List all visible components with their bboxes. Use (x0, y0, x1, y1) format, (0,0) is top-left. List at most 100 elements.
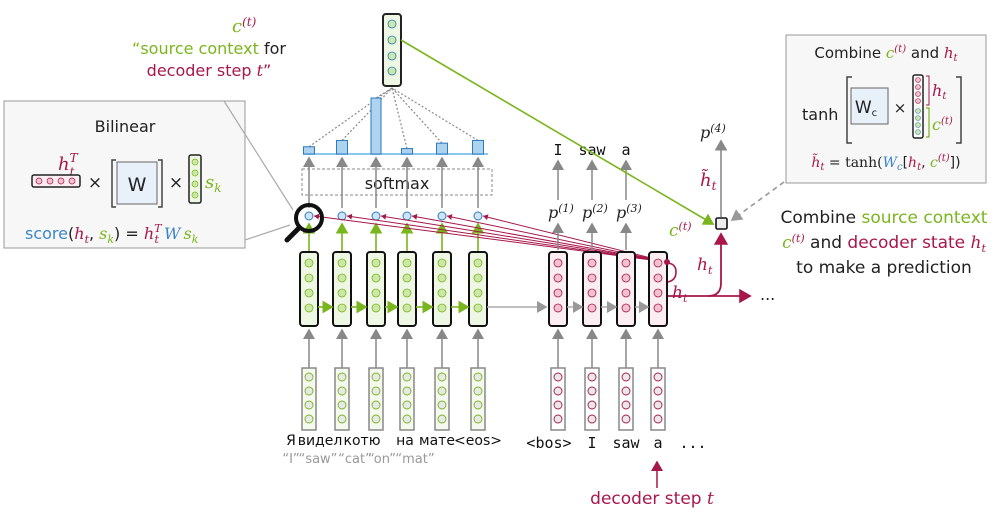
translation-token: “mat” (395, 452, 434, 467)
attention-bar (436, 142, 448, 155)
translation-token: “on” (368, 452, 396, 467)
magnifier-icon (284, 203, 324, 243)
attention-bar (370, 97, 382, 155)
attention-bar (401, 148, 413, 155)
times-sign: × (88, 173, 102, 193)
h-t-label-up: ht (697, 255, 713, 277)
svg-text:Combine c(t) and ht: Combine c(t) and ht (814, 44, 958, 64)
query-line (346, 213, 668, 263)
score-layer (302, 156, 485, 252)
decoder-step-pointer: decoder step t (590, 460, 714, 509)
context-arrow (400, 39, 715, 225)
query-line (482, 214, 668, 263)
prediction-label: p(2) (582, 202, 608, 222)
decoder-cell (548, 251, 568, 431)
dotted-line (375, 87, 393, 99)
concat-vector (912, 74, 930, 139)
attention-bars (303, 97, 484, 155)
query-line (313, 213, 668, 263)
source-token: котю (344, 433, 381, 449)
encoder-cell (366, 251, 386, 431)
times-sign: × (169, 173, 183, 193)
decoder-cell (582, 251, 602, 431)
decoder-input-token: a (653, 434, 662, 452)
svg-text:c(t) and decoder state ht: c(t) and decoder state ht (782, 232, 986, 255)
encoder-cell (432, 251, 452, 431)
translation-token: “cat” (338, 452, 372, 467)
output-token: saw (578, 141, 606, 159)
score-node (371, 211, 381, 221)
encoder-cell (332, 251, 352, 431)
decoder-input-token: ... (679, 434, 706, 452)
softmax-label: softmax (365, 174, 430, 193)
s-label: s (205, 172, 214, 193)
svg-text:Wc: Wc (855, 98, 877, 119)
context-vector (382, 13, 402, 87)
s-column-vector (188, 154, 202, 204)
weighted-sum-lines (308, 87, 479, 149)
w-matrix-label: W (128, 174, 147, 196)
rnn-cells (299, 251, 668, 431)
combine-box: Combine c(t) and ht tanh Wc × ht c(t) h̃… (785, 34, 987, 184)
prediction-label: p(1) (548, 202, 574, 222)
encoder-cell (468, 251, 488, 431)
prediction-label: p(3) (616, 202, 642, 222)
translation-token: “I” (282, 452, 299, 467)
dotted-line (391, 87, 408, 149)
svg-text:decoder step t”: decoder step t” (147, 61, 272, 80)
score-node (437, 211, 447, 221)
score-node (304, 211, 314, 221)
svg-text:“source context for: “source context for (132, 39, 286, 58)
svg-text:Combine source context: Combine source context (781, 208, 988, 228)
context-label: c(t) “source context for decoder step t” (132, 15, 286, 80)
source-token: <eos> (454, 433, 502, 449)
bilinear-title: Bilinear (95, 117, 156, 136)
encoder-cell (299, 251, 319, 431)
w-matrix: W (111, 159, 163, 208)
dotted-line (341, 87, 393, 141)
svg-text:decoder step t: decoder step t (590, 489, 714, 509)
encoder-cell (397, 251, 417, 431)
svg-text:hTt: hTt (58, 151, 79, 179)
combine-node (715, 217, 728, 230)
svg-text:ht: ht (932, 81, 947, 102)
attention-bar (336, 139, 348, 155)
tanh-label: tanh (802, 105, 838, 124)
attention-bar (472, 139, 484, 155)
combine-formula: h̃t = tanh(Wc[ht, c(t)]) (811, 153, 960, 173)
svg-text:c(t): c(t) (932, 115, 953, 134)
svg-text:c(t): c(t) (232, 15, 257, 37)
attention-bar (303, 146, 315, 155)
h-label: h (58, 154, 70, 175)
svg-text:×: × (894, 99, 907, 117)
side-note: Combine source context c(t) and decoder … (781, 208, 988, 278)
h-row-vector (31, 174, 81, 188)
c-t-label: c(t) (669, 220, 692, 241)
source-token: Я (286, 433, 296, 449)
output-token: I (553, 141, 562, 159)
wc-matrix: Wc (850, 87, 889, 125)
dotted-line (391, 87, 479, 141)
decoder-input-token: saw (612, 434, 640, 452)
dotted-line (391, 87, 443, 144)
translation-token: “saw” (299, 452, 338, 467)
decoder-input-token: I (587, 434, 596, 452)
svg-text:sk: sk (205, 172, 222, 195)
h-t-label-right: ht (672, 283, 688, 305)
score-node (473, 211, 483, 221)
softmax-box: softmax (301, 168, 493, 196)
score-node (402, 211, 412, 221)
p4-label: p(4) (700, 122, 726, 142)
source-token: мате (419, 433, 455, 449)
svg-text:to make a prediction: to make a prediction (796, 258, 972, 278)
decoder-cell (616, 251, 636, 431)
source-token: видел (298, 433, 343, 449)
decoder-cell (648, 251, 668, 431)
source-token: на (396, 433, 414, 449)
continuation-ellipsis: ... (760, 285, 775, 304)
